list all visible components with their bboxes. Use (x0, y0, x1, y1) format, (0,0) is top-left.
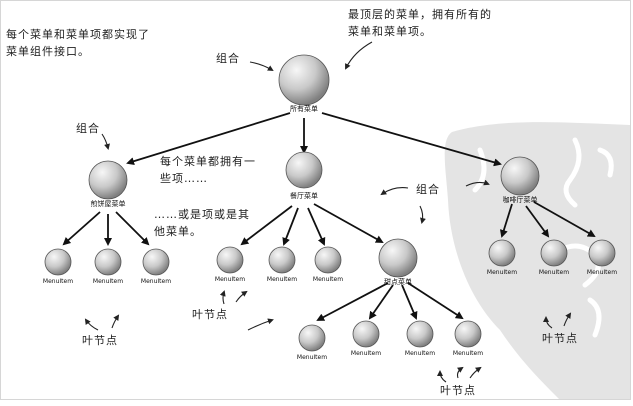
arrow-composite-right-a (380, 187, 409, 196)
edge-cafe-item2 (525, 205, 550, 238)
note-leaf-right: 叶节点 (542, 332, 578, 345)
node-label-cafe: 咖啡厅菜单 (503, 195, 538, 204)
note-line: 每个菜单和菜单项都实现了 (6, 28, 150, 41)
edge-diner-dessert (313, 203, 384, 243)
edge-dessert-item4 (407, 282, 464, 320)
arrow-leaf-left-a (84, 318, 99, 331)
menu-item-label: MenuItem (405, 350, 435, 357)
edge-pancake-item1 (62, 211, 101, 246)
menu-item-label: MenuItem (43, 278, 73, 285)
node-dessert-menu: 甜点菜单 (378, 238, 418, 286)
node-root: 所有菜单 (278, 54, 330, 113)
note-items-or-menus: ……或是项或是其 他菜单。 (154, 206, 250, 240)
menu-item-label: MenuItem (215, 276, 245, 283)
menu-item-label: MenuItem (93, 278, 123, 285)
note-leaf-bottom: 叶节点 (440, 384, 476, 397)
arrow-leaf-right-b (563, 312, 572, 327)
menu-item-label: MenuItem (587, 269, 617, 276)
menu-item-label: MenuItem (539, 269, 569, 276)
menu-item-label: MenuItem (453, 350, 483, 357)
menu-item-cafe-1: MenuItem (487, 239, 517, 276)
arrow-composite-top (249, 61, 274, 72)
arrow-leaf-mid-c (247, 318, 274, 331)
menu-item-label: MenuItem (267, 276, 297, 283)
edge-diner-item1 (240, 205, 293, 246)
menu-item-cafe-2: MenuItem (539, 239, 569, 276)
edge-diner-item3 (307, 207, 326, 246)
arrow-composite-left (101, 133, 110, 150)
menu-item-pancake-2: MenuItem (93, 248, 123, 285)
note-line: 菜单和菜单项。 (348, 25, 432, 38)
edge-dessert-item3 (401, 284, 418, 320)
menu-item-diner-3: MenuItem (313, 246, 343, 283)
arrow-leaf-mid-a (219, 290, 226, 305)
node-pancake-menu: 煎饼屋菜单 (88, 160, 128, 208)
note-line: 他菜单。 (154, 225, 202, 238)
menu-item-diner-2: MenuItem (267, 246, 297, 283)
edge-dessert-item2 (368, 284, 394, 320)
arrow-leaf-left-b (111, 314, 120, 329)
note-all-implement-interface: 每个菜单和菜单项都实现了 菜单组件接口。 (6, 26, 150, 60)
note-composite-left: 组合 (76, 122, 100, 135)
note-composite-top: 组合 (216, 52, 240, 65)
arrow-top-right-note (345, 41, 373, 70)
arrow-composite-right-b (465, 179, 490, 187)
menu-item-label: MenuItem (297, 354, 327, 361)
node-diner-menu: 餐厅菜单 (285, 151, 323, 200)
menu-item-dessert-1: MenuItem (297, 324, 327, 361)
note-line: ……或是项或是其 (154, 208, 250, 221)
edge-cafe-item1 (499, 203, 513, 238)
edge-root-cafe (321, 112, 502, 167)
note-menu-has-items: 每个菜单都拥有一 些项…… (160, 153, 256, 187)
note-line: 最顶层的菜单，拥有所有的 (348, 8, 492, 21)
note-top-level-menu: 最顶层的菜单，拥有所有的 菜单和菜单项。 (348, 6, 492, 40)
node-label-pancake: 煎饼屋菜单 (91, 199, 126, 208)
menu-item-dessert-4: MenuItem (453, 320, 483, 357)
menu-item-cafe-3: MenuItem (587, 239, 617, 276)
menu-item-dessert-3: MenuItem (405, 320, 435, 357)
arrow-leaf-bottom-c (469, 366, 482, 379)
note-leaf-left: 叶节点 (82, 334, 118, 347)
watermark-stamp (444, 122, 630, 400)
note-line: 每个菜单都拥有一 (160, 155, 256, 168)
note-leaf-middle: 叶节点 (192, 308, 228, 321)
node-label-diner: 餐厅菜单 (290, 191, 318, 200)
note-line: 菜单组件接口。 (6, 45, 90, 58)
menu-item-label: MenuItem (313, 276, 343, 283)
note-line: 些项…… (160, 172, 208, 185)
arrow-leaf-bottom-b (456, 366, 464, 379)
edge-dessert-item1 (316, 282, 389, 321)
edge-root-pancake (126, 112, 291, 166)
node-label-root: 所有菜单 (290, 104, 318, 113)
menu-item-label: MenuItem (487, 269, 517, 276)
edge-diner-item2 (282, 207, 299, 246)
menu-item-dessert-2: MenuItem (351, 320, 381, 357)
arrow-leaf-right-a (543, 316, 553, 329)
arrow-composite-right-c (419, 205, 426, 224)
node-label-dessert: 甜点菜单 (384, 277, 412, 286)
node-cafe-menu: 咖啡厅菜单 (500, 156, 540, 204)
edge-cafe-item3 (533, 201, 596, 237)
menu-item-diner-1: MenuItem (215, 246, 245, 283)
menu-item-label: MenuItem (141, 278, 171, 285)
arrow-leaf-bottom-a (437, 370, 447, 383)
menu-item-label: MenuItem (351, 350, 381, 357)
edge-pancake-item3 (115, 211, 150, 246)
note-composite-right: 组合 (416, 183, 440, 196)
menu-item-pancake-1: MenuItem (43, 248, 73, 285)
menu-item-pancake-3: MenuItem (141, 248, 171, 285)
arrow-leaf-mid-b (235, 290, 248, 303)
